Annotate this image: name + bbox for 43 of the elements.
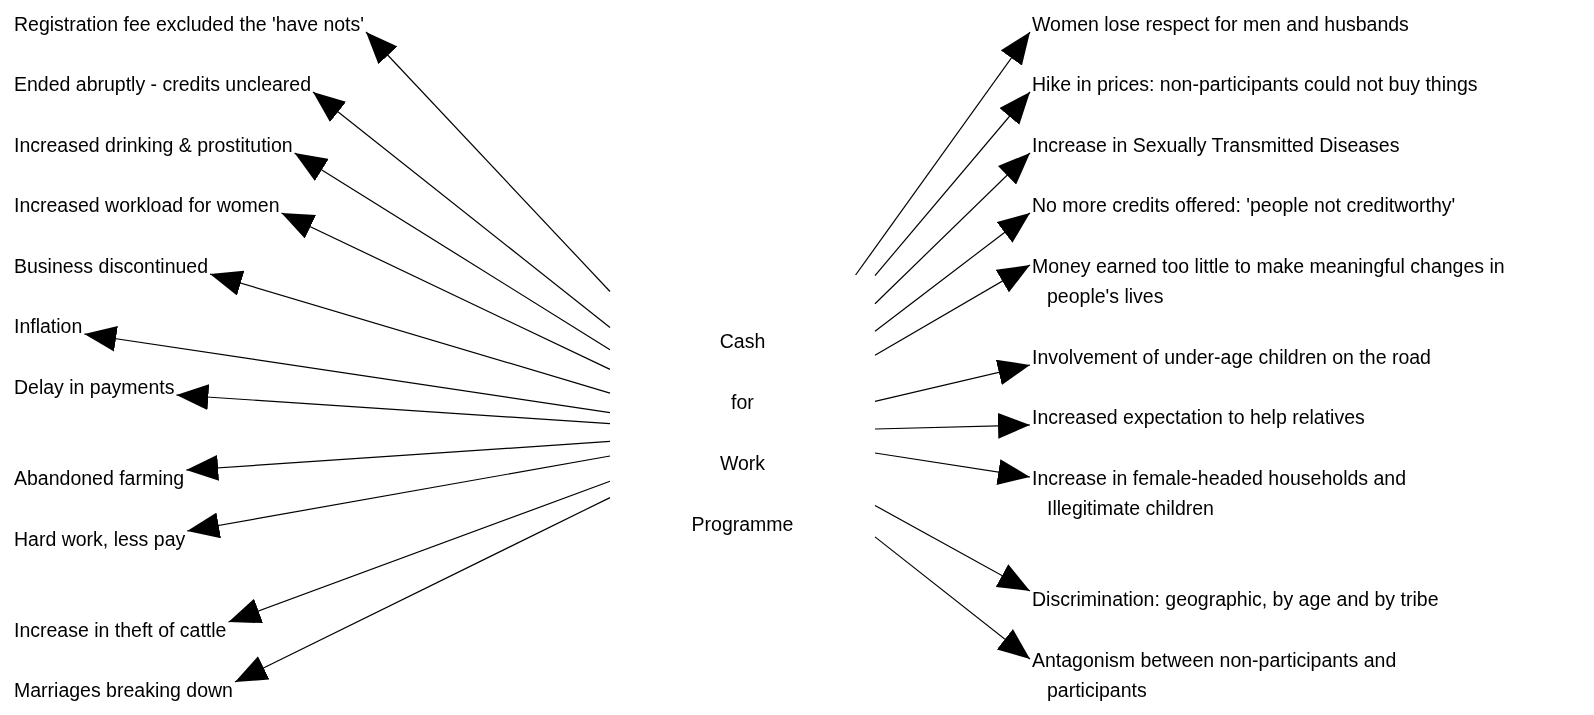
arrow [855,31,1031,276]
arrow [874,536,1031,660]
effect-label: Increase in Sexually Transmitted Diseases [1032,133,1401,158]
arrow [83,325,611,414]
arrow [874,412,1031,439]
arrow [874,152,1031,305]
effect-label: Delay in payments [14,376,175,398]
arrow [227,480,611,624]
arrow [209,270,611,394]
effect-label: Increase in theft of cattle [14,619,227,641]
effect-label: Hike in prices: non-participants could not buy things [1032,72,1479,97]
effect-label: Money earned too little to make meaningful changes in people's lives [1032,254,1506,309]
effect-label: Increased expectation to help relatives [1032,405,1366,430]
effect-label: Inflation [14,315,83,337]
arrow [365,31,611,293]
arrow [185,440,611,481]
arrow [234,497,611,683]
effect-label: Increased workload for women [14,194,280,216]
arrow [294,152,611,351]
arrow [874,452,1031,485]
effect-label: Involvement of under-age children on the road [1032,345,1432,370]
effect-label: Antagonism between non-participants and participants [1032,648,1398,703]
effect-label: Increase in female-headed households and Illegitimate children [1032,466,1407,521]
effect-label: No more credits offered: 'people not creditworthy' [1032,193,1457,218]
effect-label: Registration fee excluded the 'have nots' [14,13,364,35]
effect-label: Women lose respect for men and husbands [1032,12,1410,37]
arrow [874,264,1031,356]
arrow [874,504,1031,592]
arrow [874,212,1031,332]
arrow [312,91,611,329]
effect-label: Discrimination: geographic, by age and by tribe [1032,587,1440,612]
arrow [280,212,611,370]
arrow [175,384,611,425]
effect-label: Marriages breaking down [14,679,233,701]
effect-label: Increased drinking & prostitution [14,134,293,156]
effect-label: Business discontinued [14,255,209,277]
center-label: Cash for Work Programme [690,328,795,537]
effect-label: Hard work, less pay [14,528,186,550]
arrow [874,359,1031,402]
effect-label: Abandoned farming [14,467,185,489]
arrow [874,91,1031,277]
effect-label: Ended abruptly - credits uncleared [14,73,311,95]
arrow [186,455,611,539]
